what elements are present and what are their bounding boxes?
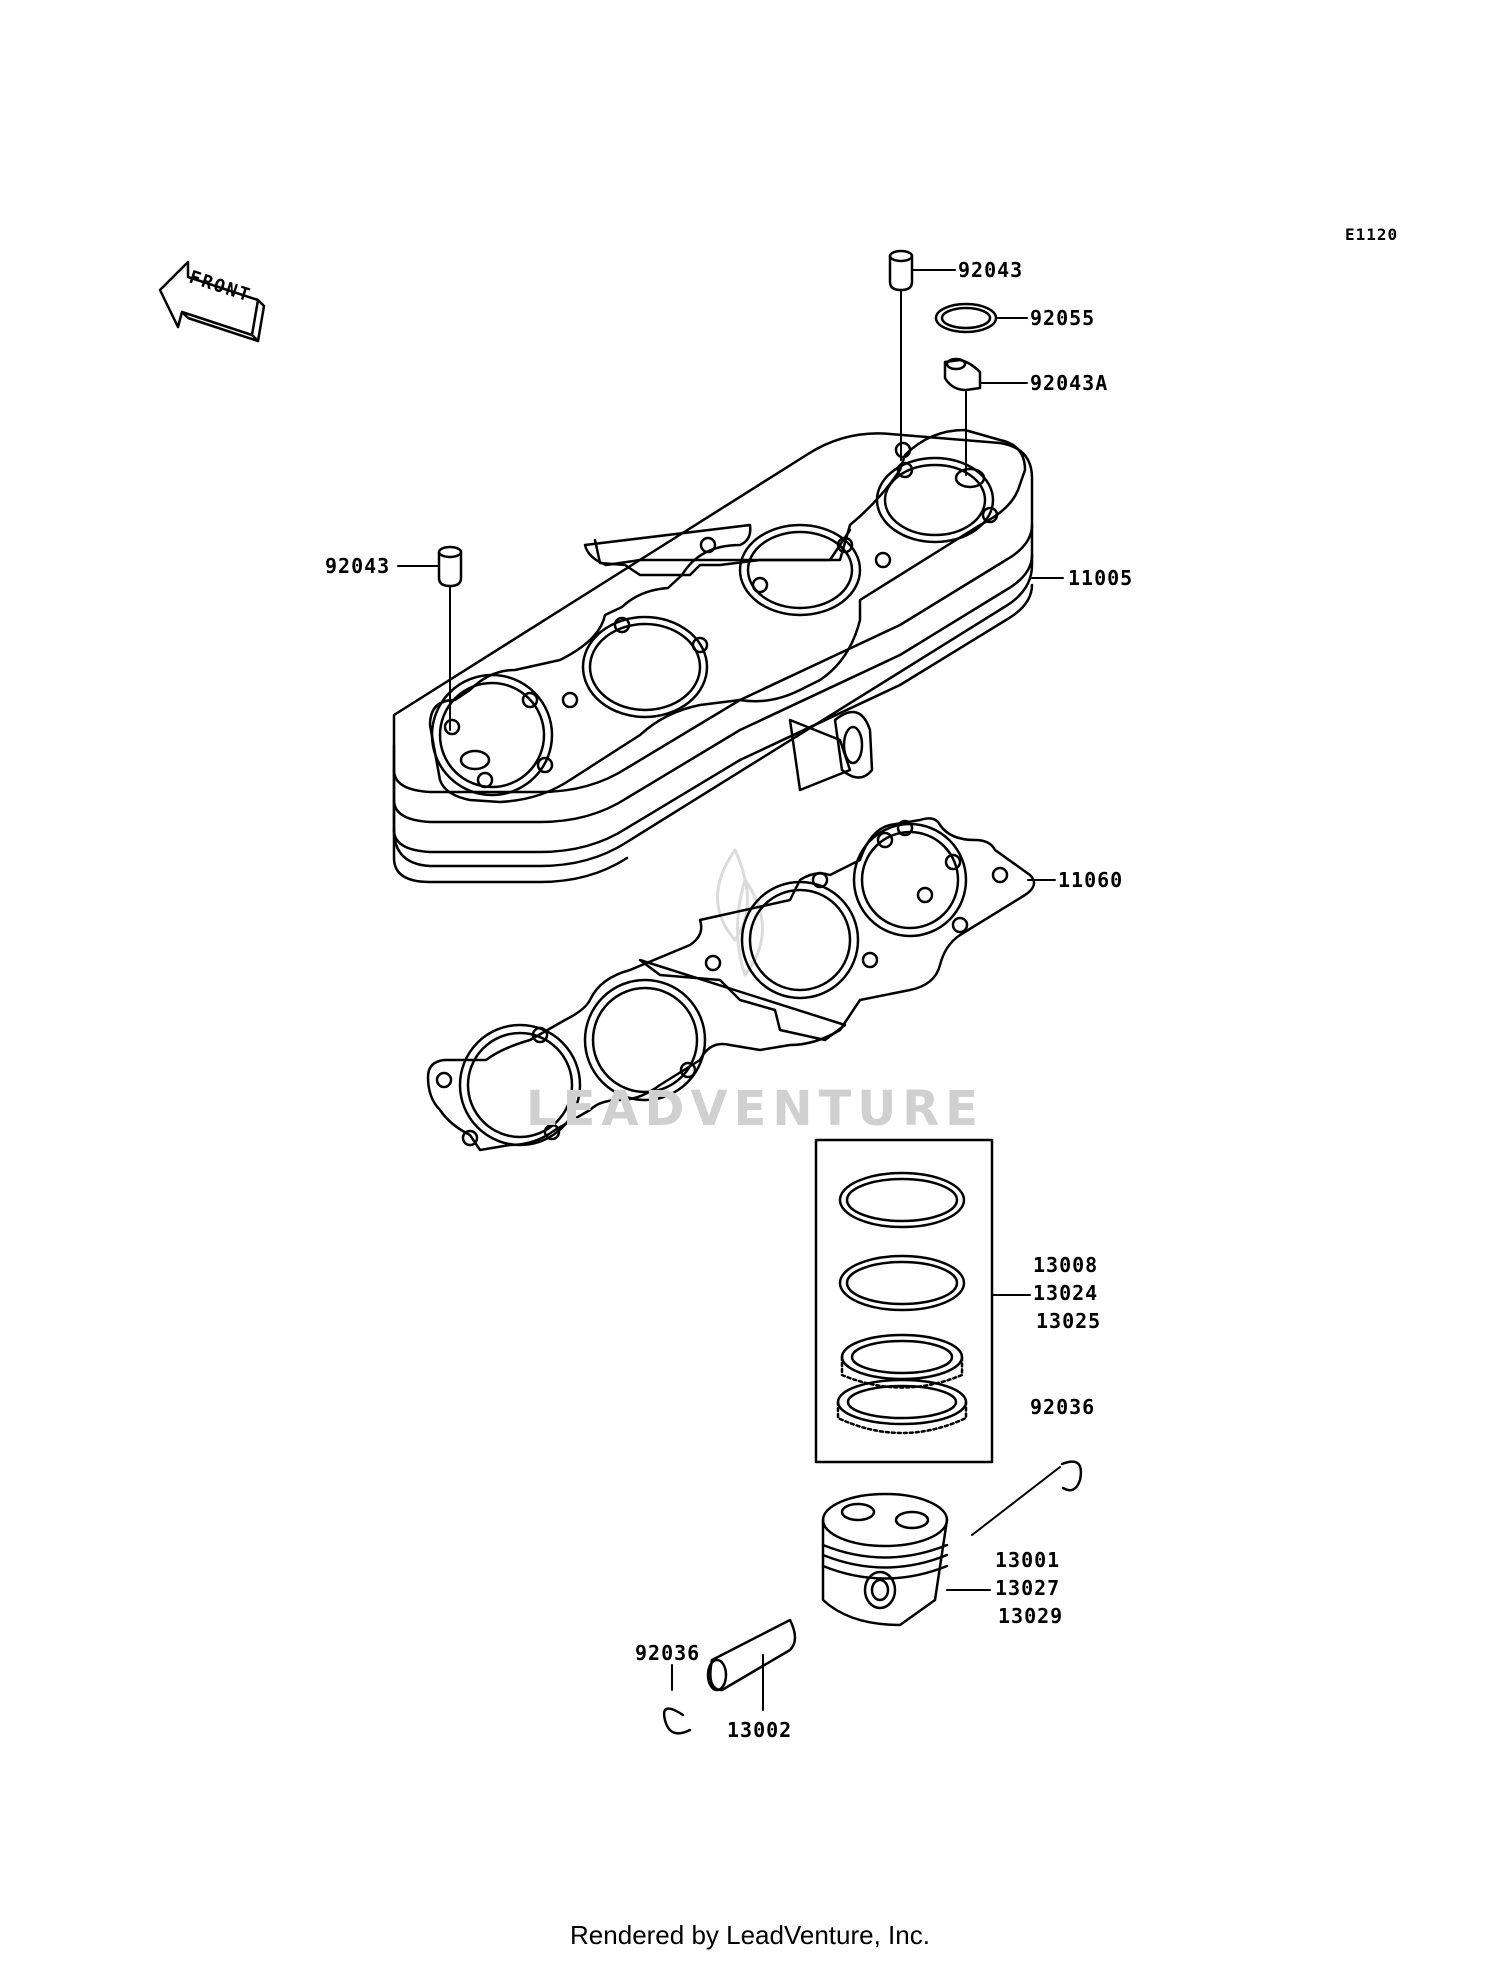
callout-dowel-top[interactable]: 92043 (958, 258, 1023, 282)
callout-piston-1[interactable]: 13001 (995, 1548, 1060, 1572)
callout-dowel-left[interactable]: 92043 (325, 554, 390, 578)
ring-set-frame (814, 1138, 994, 1464)
o-ring (934, 302, 998, 334)
watermark-text: LEADVENTURE (526, 1081, 984, 1137)
dowel-left (437, 545, 463, 588)
front-arrow-icon (158, 260, 266, 343)
callout-piston-3[interactable]: 13029 (998, 1604, 1063, 1628)
leader-lines (397, 269, 1064, 1711)
footer-credit: Rendered by LeadVenture, Inc. (570, 1920, 930, 1950)
piston (821, 1492, 949, 1627)
callout-dowel-a[interactable]: 92043A (1030, 371, 1108, 395)
callout-o-ring[interactable]: 92055 (1030, 306, 1095, 330)
dowel-top (888, 249, 914, 292)
front-label: FRONT (186, 267, 254, 307)
piston-rings (836, 1171, 968, 1435)
callout-ring-1[interactable]: 13008 (1033, 1253, 1098, 1277)
callout-ring-2[interactable]: 13024 (1033, 1281, 1098, 1305)
callout-circlip-left[interactable]: 92036 (635, 1641, 700, 1665)
watermark (716, 848, 764, 977)
callout-circlip-right[interactable]: 92036 (1030, 1395, 1095, 1419)
diagram-code: E1120 (1345, 225, 1398, 244)
callout-base-gasket[interactable]: 11060 (1058, 868, 1123, 892)
callout-piston-2[interactable]: 13027 (995, 1576, 1060, 1600)
callout-cylinder[interactable]: 11005 (1068, 566, 1133, 590)
circlip-right (1060, 1460, 1083, 1492)
cylinder-block (392, 428, 1034, 884)
base-gasket (426, 817, 1036, 1152)
circlip-left (662, 1707, 692, 1735)
callout-piston-pin[interactable]: 13002 (727, 1718, 792, 1742)
piston-pin (706, 1618, 797, 1692)
dowel-a (943, 357, 982, 392)
callout-ring-3[interactable]: 13025 (1036, 1309, 1101, 1333)
